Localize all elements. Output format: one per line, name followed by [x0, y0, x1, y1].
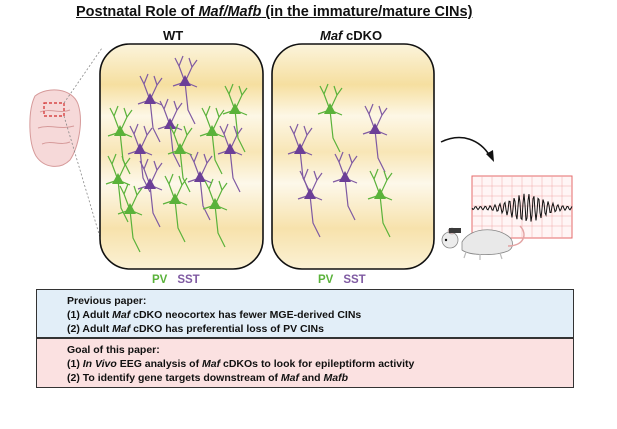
pv-neuron	[117, 183, 143, 253]
pv-neuron	[317, 83, 343, 153]
sst-neuron	[332, 151, 358, 221]
cdko-legend-sst: SST	[343, 274, 366, 286]
mouse-icon	[441, 225, 525, 260]
cdko-legend-pv: PV	[318, 274, 334, 286]
sst-neuron	[362, 103, 388, 173]
pv-neuron	[222, 83, 248, 153]
pv-neuron	[367, 168, 393, 238]
wt-panel	[99, 43, 264, 270]
goal-line-2: (2) To identify gene targets downstream …	[67, 372, 349, 384]
goal-heading: Goal of this paper:	[67, 344, 160, 356]
title-gene: Maf/Mafb	[198, 4, 262, 20]
wt-legend: PV SST	[152, 274, 200, 286]
previous-paper-line-1: (1) Adult Maf cDKO neocortex has fewer M…	[67, 309, 362, 321]
cdko-panel-label: Maf cDKO	[320, 28, 383, 43]
wt-legend-sst: SST	[177, 274, 200, 286]
pv-neuron	[199, 105, 225, 175]
cdko-panel	[271, 43, 435, 270]
page-title: Postnatal Role of Maf/Mafb (in the immat…	[76, 4, 473, 20]
cdko-legend: PV SST	[318, 274, 366, 286]
previous-paper-box: Previous paper: (1) Adult Maf cDKO neoco…	[36, 289, 574, 338]
arrow-icon	[440, 136, 491, 157]
previous-paper-heading: Previous paper:	[67, 295, 147, 307]
pv-neuron	[162, 173, 188, 243]
goal-line-1: (1) In Vivo EEG analysis of Maf cDKOs to…	[67, 358, 415, 370]
pv-neuron	[105, 153, 131, 223]
previous-paper-line-2: (2) Adult Maf cDKO has preferential loss…	[67, 323, 324, 335]
cdko-neurons	[287, 83, 393, 238]
sst-neuron	[172, 55, 198, 125]
sst-neuron	[137, 158, 163, 228]
brain-icon	[29, 47, 103, 245]
wt-legend-pv: PV	[152, 274, 168, 286]
sst-neuron	[187, 151, 213, 221]
sst-neuron	[297, 168, 323, 238]
wt-neurons	[105, 55, 248, 253]
goal-box: Goal of this paper: (1) In Vivo EEG anal…	[36, 338, 574, 388]
sst-neuron	[217, 123, 243, 193]
sst-neuron	[137, 73, 163, 143]
wt-panel-label: WT	[163, 28, 184, 43]
pv-neuron	[167, 123, 193, 193]
pv-neuron	[202, 178, 228, 248]
